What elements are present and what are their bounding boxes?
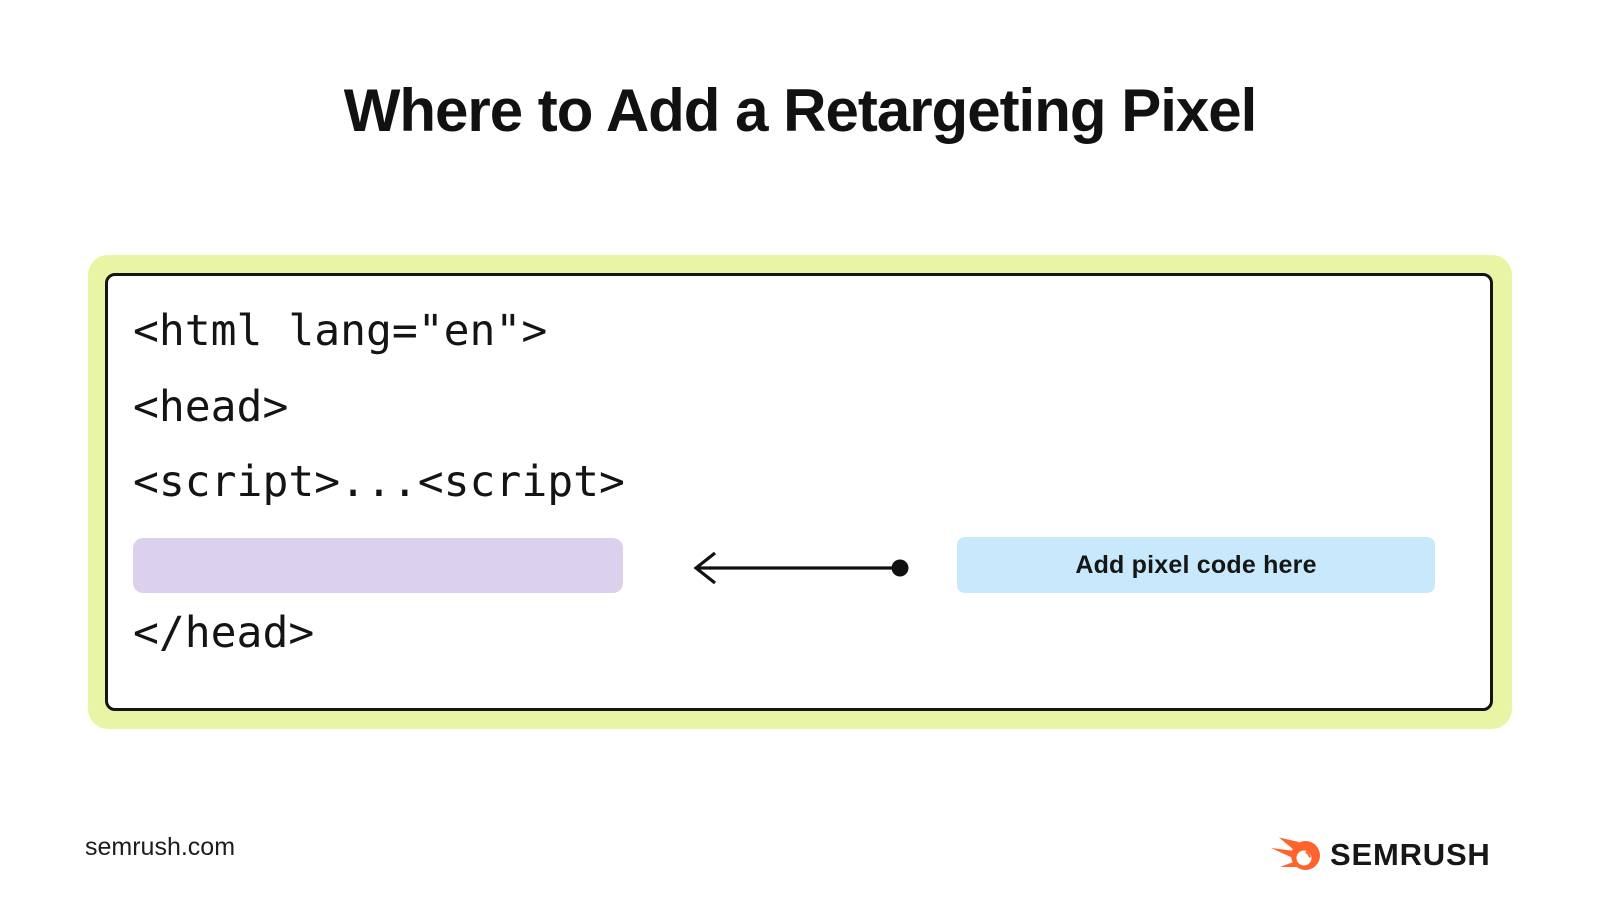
website-url: semrush.com	[85, 833, 236, 861]
semrush-brand-text: SEMRUSH	[1330, 836, 1491, 872]
code-line-head-close-tag: </head>	[133, 608, 315, 658]
pixel-code-placeholder-highlight	[133, 538, 623, 593]
code-line-html-tag: <html lang="en">	[133, 306, 548, 356]
code-line-script-tags: <script>...<script>	[133, 457, 625, 507]
arrow-left-icon	[693, 551, 909, 585]
add-pixel-code-label: Add pixel code here	[957, 537, 1435, 593]
add-pixel-code-label-text: Add pixel code here	[1075, 550, 1317, 579]
code-snippet-box	[105, 273, 1493, 711]
semrush-logo: SEMRUSH	[1271, 835, 1491, 874]
code-line-head-open-tag: <head>	[133, 382, 289, 432]
page-title: Where to Add a Retargeting Pixel	[343, 77, 1258, 144]
semrush-flame-icon	[1271, 837, 1320, 870]
